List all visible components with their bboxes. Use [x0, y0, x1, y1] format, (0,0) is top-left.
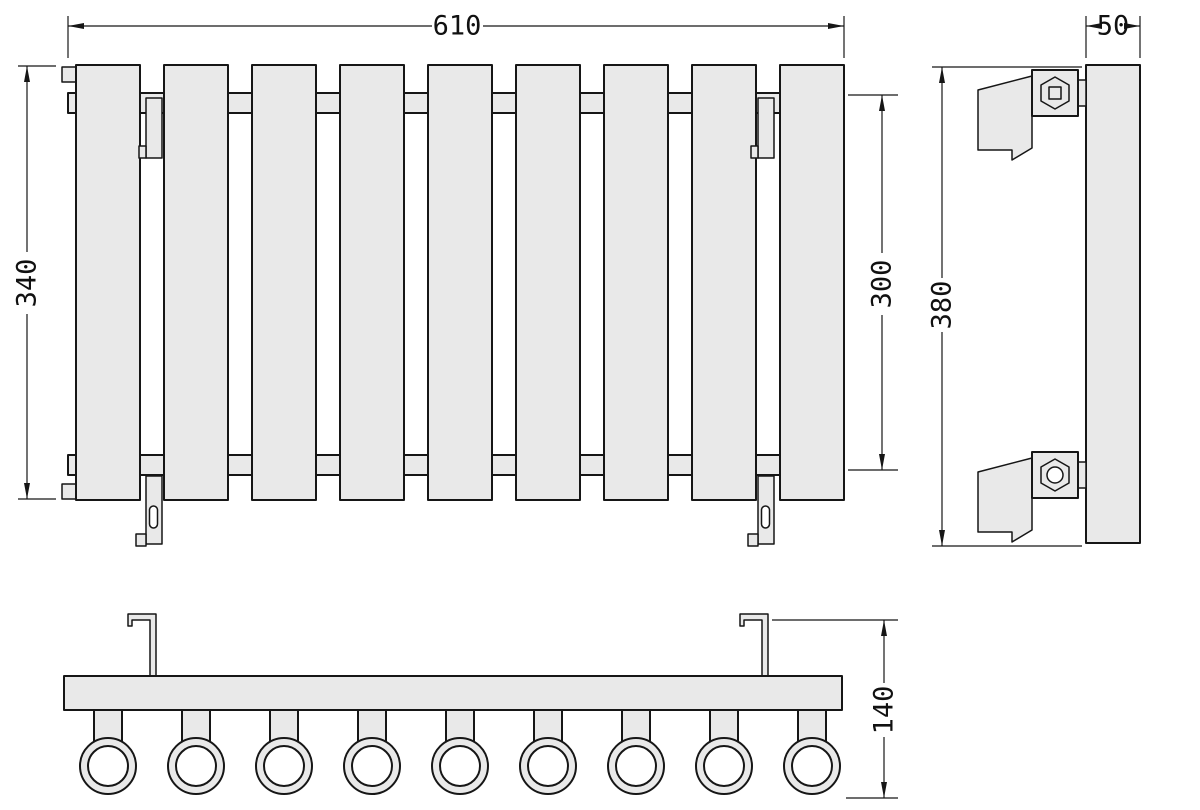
side-view	[977, 64, 1141, 544]
dimension-height-340: 340	[12, 65, 56, 500]
wall-bracket-top-left	[138, 97, 163, 159]
bottom-view	[63, 613, 843, 795]
dim-label-depth: 50	[1097, 11, 1130, 42]
tube-bore	[703, 745, 745, 787]
tube-neck	[357, 709, 387, 743]
radiator-slat	[691, 64, 757, 501]
radiator-slat	[75, 64, 141, 501]
radiator-slat	[515, 64, 581, 501]
slot-hole	[760, 505, 771, 529]
wall-bracket-bottom-right	[747, 475, 775, 547]
wall-bracket-bottom-left	[135, 475, 163, 547]
slot-hole	[148, 505, 159, 529]
nut-bore	[1046, 466, 1064, 484]
tube-bore	[263, 745, 305, 787]
tube-bore	[87, 745, 129, 787]
tube-neck	[533, 709, 563, 743]
tube-bore	[791, 745, 833, 787]
tube-neck	[621, 709, 651, 743]
bottom-fitting	[977, 451, 1087, 543]
dim-label-bottom-height: 140	[869, 686, 900, 735]
bottom-bracket-plate	[977, 457, 1033, 543]
dimension-side-height-380: 380	[927, 66, 1082, 547]
tube-bore	[527, 745, 569, 787]
dim-label-side-height: 380	[927, 281, 958, 330]
radiator-slat	[603, 64, 669, 501]
radiator-slat	[779, 64, 845, 501]
front-view	[61, 64, 845, 547]
radiator-slat	[163, 64, 229, 501]
tube-neck	[181, 709, 211, 743]
wall-bracket-top-right	[750, 97, 775, 159]
dimension-bottom-height-140: 140	[772, 619, 900, 799]
left-bottom-tab	[61, 483, 77, 500]
radiator-slat	[427, 64, 493, 501]
radiator-slat	[251, 64, 317, 501]
dimension-depth-50: 50	[1085, 11, 1141, 58]
plug-square	[1048, 86, 1062, 100]
hook-left	[127, 613, 157, 677]
tube-neck	[93, 709, 123, 743]
top-bracket-plate	[977, 75, 1033, 161]
dim-label-width: 610	[433, 11, 482, 42]
dimension-port-spacing-300: 300	[848, 94, 898, 471]
top-connector	[1077, 79, 1087, 107]
left-top-tab	[61, 66, 77, 83]
tube-bore	[439, 745, 481, 787]
tube-bore	[351, 745, 393, 787]
top-fitting	[977, 69, 1087, 161]
dim-label-height: 340	[12, 259, 43, 308]
bottom-collector	[63, 675, 843, 711]
dimension-width-610: 610	[67, 11, 845, 58]
hook-right	[739, 613, 769, 677]
tube-bore	[175, 745, 217, 787]
bottom-connector	[1077, 461, 1087, 489]
side-panel	[1085, 64, 1141, 544]
tube-bore	[615, 745, 657, 787]
radiator-slat	[339, 64, 405, 501]
dim-label-port-spacing: 300	[867, 260, 898, 309]
